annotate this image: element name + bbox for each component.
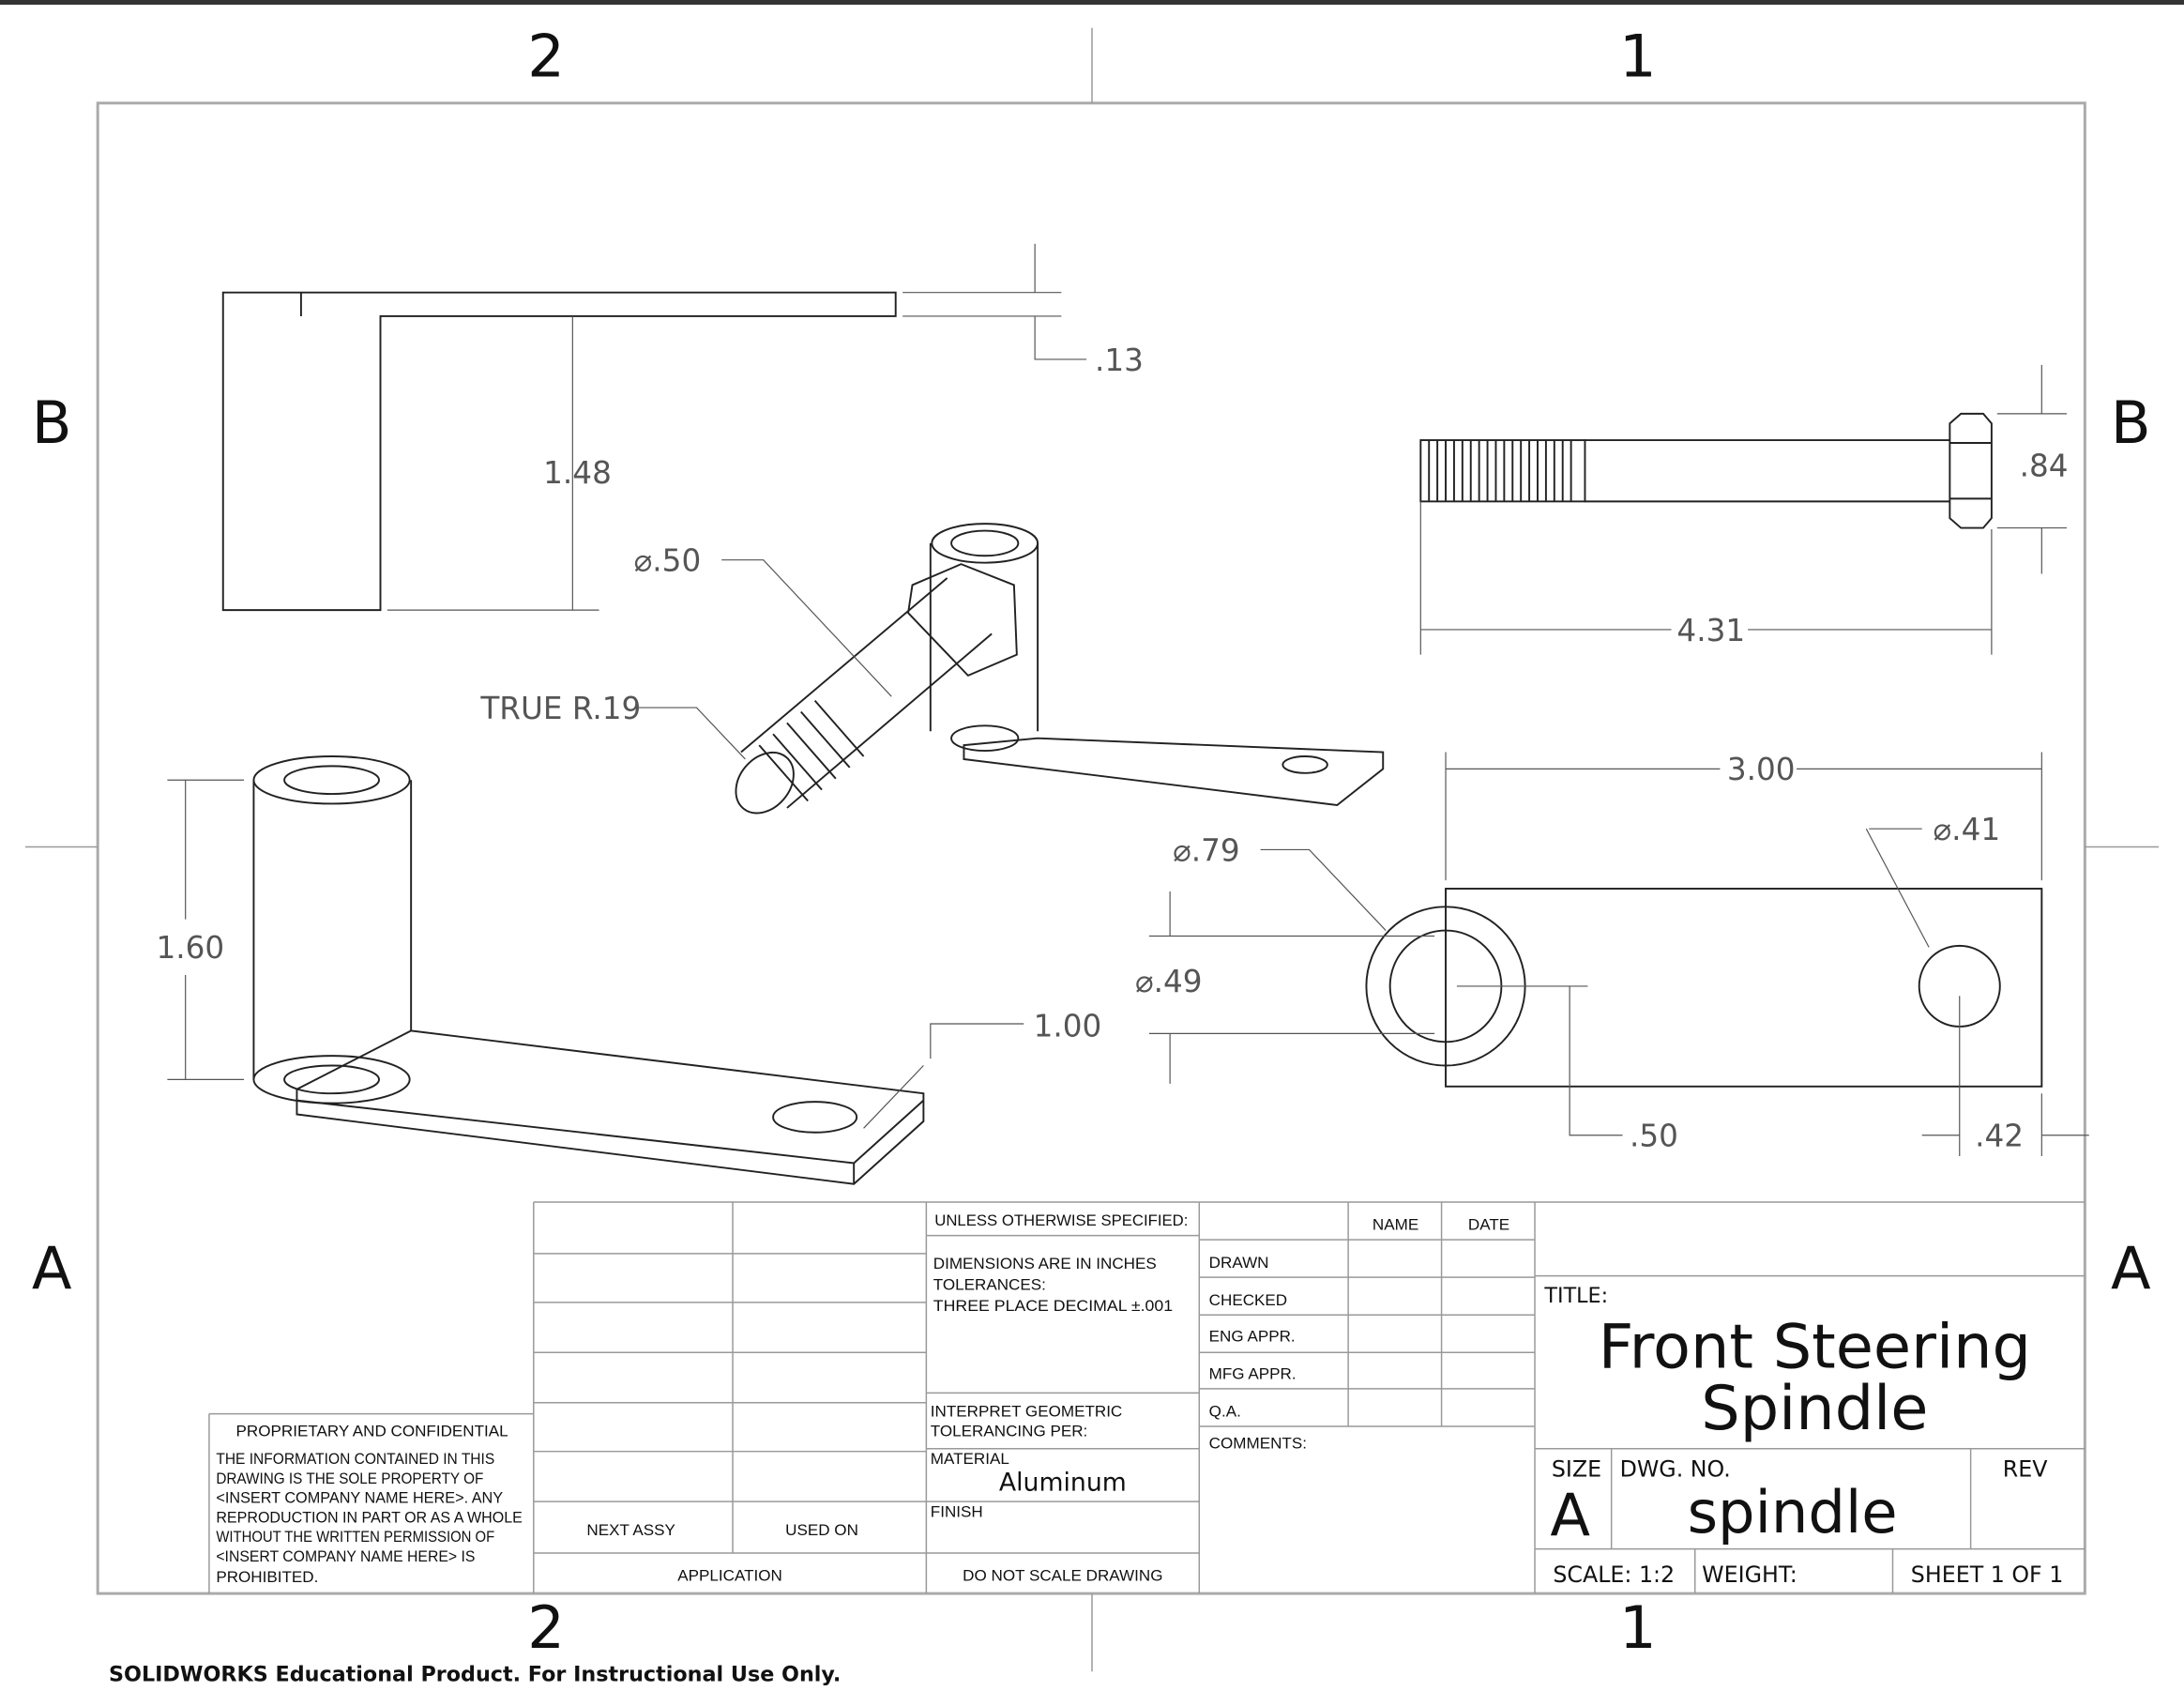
dims-line: DIMENSIONS ARE IN INCHES xyxy=(933,1255,1157,1272)
zone-label: 1 xyxy=(1619,23,1657,91)
bolt-view: .84 4.31 xyxy=(1419,364,2069,655)
proprietary-line: REPRODUCTION IN PART OR AS A WHOLE xyxy=(216,1508,523,1526)
row-mfg-appr: MFG APPR. xyxy=(1209,1365,1297,1383)
dwg-no-label: DWG. NO. xyxy=(1620,1455,1731,1482)
rev-label: REV xyxy=(2003,1455,2048,1482)
row-qa: Q.A. xyxy=(1209,1403,1241,1421)
proprietary-line: <INSERT COMPANY NAME HERE>. ANY xyxy=(216,1489,503,1507)
zone-label: 2 xyxy=(527,23,565,91)
dim-boss-inner: ⌀.49 xyxy=(1135,964,1203,999)
dwg-no-value: spindle xyxy=(1688,1478,1898,1546)
dim-true-radius: TRUE R.19 xyxy=(479,691,641,726)
window-top-bar xyxy=(0,0,2184,5)
dim-boss-offset: .50 xyxy=(1630,1119,1678,1154)
unless-specified: UNLESS OTHERWISE SPECIFIED: xyxy=(934,1211,1188,1229)
proprietary-heading: PROPRIETARY AND CONFIDENTIAL xyxy=(236,1422,508,1440)
do-not-scale: DO NOT SCALE DRAWING xyxy=(963,1567,1162,1585)
finish-label: FINISH xyxy=(931,1502,983,1520)
dim-plate-length: 3.00 xyxy=(1727,752,1796,787)
zone-label: 2 xyxy=(527,1593,565,1662)
dim-bolt-length: 4.31 xyxy=(1676,613,1745,648)
dim-small-hole: ⌀.41 xyxy=(1934,812,2001,847)
dims-line: TOLERANCES: xyxy=(933,1276,1046,1294)
drawing-title-line2: Spindle xyxy=(1701,1373,1928,1444)
dim-iso-plate: 1.00 xyxy=(1034,1008,1102,1044)
next-assy: NEXT ASSY xyxy=(586,1521,675,1539)
size-value: A xyxy=(1550,1481,1590,1549)
zone-label: A xyxy=(32,1234,72,1303)
row-eng-appr: ENG APPR. xyxy=(1209,1327,1296,1345)
iso-part-view: 1.60 1.00 xyxy=(157,755,1102,1185)
interpret-line: INTERPRET GEOMETRIC xyxy=(931,1403,1122,1421)
zone-label: B xyxy=(32,388,72,457)
dim-side-height: 1.48 xyxy=(543,455,612,491)
dim-bolt-head: .84 xyxy=(2020,449,2069,484)
material-value: Aluminum xyxy=(999,1468,1127,1497)
interpret-line: TOLERANCING PER: xyxy=(931,1422,1088,1440)
application: APPLICATION xyxy=(677,1567,782,1585)
comments-label: COMMENTS: xyxy=(1209,1435,1307,1453)
weight: WEIGHT: xyxy=(1702,1562,1797,1588)
plate-top-view: 3.00 ⌀.41 ⌀.79 ⌀.49 .50 .42 xyxy=(1135,752,2089,1157)
dim-iso-height: 1.60 xyxy=(157,930,225,966)
zone-label: A xyxy=(2111,1234,2151,1303)
date-header: DATE xyxy=(1468,1216,1509,1234)
proprietary-line: DRAWING IS THE SOLE PROPERTY OF xyxy=(216,1470,483,1487)
dim-boss-outer: ⌀.79 xyxy=(1173,832,1240,868)
educational-watermark: SOLIDWORKS Educational Product. For Inst… xyxy=(109,1663,841,1687)
title-label: TITLE: xyxy=(1543,1284,1608,1308)
proprietary-line: PROHIBITED. xyxy=(216,1568,318,1586)
zone-label: B xyxy=(2111,388,2151,457)
used-on: USED ON xyxy=(785,1521,858,1539)
dim-flange-thickness: .13 xyxy=(1095,343,1144,378)
proprietary-line: THE INFORMATION CONTAINED IN THIS xyxy=(216,1450,494,1468)
name-header: NAME xyxy=(1373,1216,1418,1234)
iso-assembly-view: ⌀.50 TRUE R.19 xyxy=(479,523,1385,815)
proprietary-line: WITHOUT THE WRITTEN PERMISSION OF xyxy=(216,1528,494,1546)
title-block: UNLESS OTHERWISE SPECIFIED: DIMENSIONS A… xyxy=(208,1201,2085,1594)
drawing-title-line1: Front Steering xyxy=(1599,1312,2031,1383)
scale: SCALE: 1:2 xyxy=(1553,1562,1675,1588)
material-label: MATERIAL xyxy=(931,1450,1009,1468)
size-label: SIZE xyxy=(1552,1455,1601,1482)
proprietary-line: <INSERT COMPANY NAME HERE> IS xyxy=(216,1547,475,1565)
dim-hole-offset: .42 xyxy=(1975,1119,2024,1154)
row-drawn: DRAWN xyxy=(1209,1254,1269,1272)
dim-bolt-diameter: ⌀.50 xyxy=(634,543,702,579)
side-view: .13 1.48 xyxy=(221,243,1144,612)
dims-line: THREE PLACE DECIMAL ±.001 xyxy=(933,1297,1173,1315)
sheet-number: SHEET 1 OF 1 xyxy=(1911,1562,2064,1588)
zone-label: 1 xyxy=(1619,1593,1657,1662)
row-checked: CHECKED xyxy=(1209,1291,1287,1309)
